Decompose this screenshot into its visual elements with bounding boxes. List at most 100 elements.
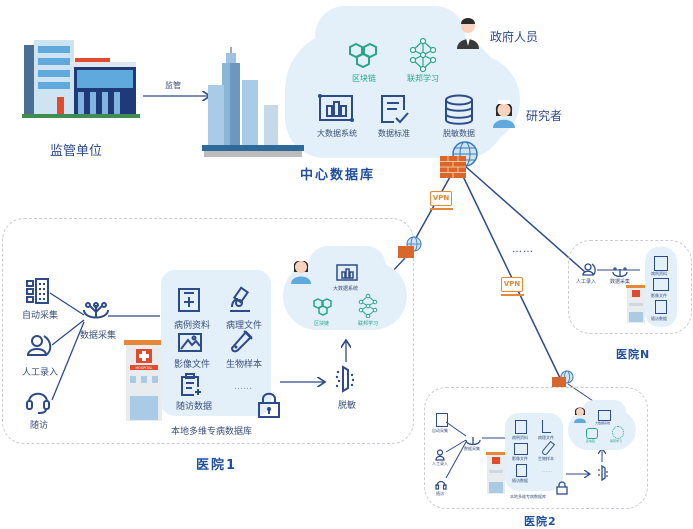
supervise-label: 监管: [165, 81, 181, 90]
hospital2-federated-label: 联邦学习: [610, 439, 623, 443]
hospitalN-collect-icon: [612, 264, 628, 283]
hospitalN-followup-icon: [655, 300, 667, 314]
hospital2-auto-label: 自动采集: [432, 428, 448, 433]
hospitalN-title: 医院N: [616, 348, 651, 361]
hospital2-followup-icon: [516, 464, 527, 477]
hospital2-lock-icon: [556, 480, 568, 499]
hospital1-federated-icon: [358, 293, 378, 322]
hospital1-container: [2, 218, 414, 444]
data-standard-label: 数据标准: [378, 129, 410, 138]
hospital2-blockchain-label: 区块链: [586, 439, 596, 443]
case-record-icon: [178, 288, 200, 316]
hospital2-collect-icon: [465, 432, 481, 451]
link-hospital2: [459, 169, 561, 379]
hospital2-local-db-label: 本地多维专病数据库: [510, 494, 546, 499]
bio-sample-tube-icon: [230, 330, 253, 358]
central-database-building-icon: [202, 45, 304, 157]
hospital2-microscope-icon: [542, 420, 551, 433]
deidentify-label: 脱敏: [338, 401, 357, 411]
blockchain-icon: [348, 42, 378, 74]
vpn-badge-hospital2: VPN: [501, 277, 523, 292]
hospital2-db-label: 随访数据: [512, 478, 528, 483]
hospital1-firewall-icon: [398, 246, 414, 258]
followup-label: 随访: [30, 421, 49, 431]
pathology-microscope-icon: [228, 286, 252, 317]
manual-entry-label: 人工录入: [22, 368, 59, 378]
hospital2-container: [424, 387, 648, 509]
nurse-avatar: [290, 256, 312, 288]
link-hospitalN: [464, 165, 586, 273]
regulator-label: 监管单位: [50, 144, 103, 159]
db-item-label: 生物样本: [226, 360, 263, 370]
hospital2-followup-label: 随访: [436, 491, 444, 496]
central-database-label: 中心数据库: [300, 168, 376, 183]
government-staff-label: 政府人员: [490, 30, 539, 44]
hospital2-manual-label: 人工录入: [432, 461, 448, 466]
regulator-building-icon: [22, 40, 140, 120]
hospital1-federated-label: 联邦学习: [358, 321, 379, 327]
hospitalN-db-label: 随访数据: [651, 316, 667, 321]
db-item-label: 随访数据: [176, 402, 213, 412]
hospitalN-manual-label: 人工录入: [576, 279, 597, 285]
followup-data-icon: [180, 373, 202, 401]
db-item-label: 病理文件: [226, 321, 263, 331]
government-staff-avatar: [456, 16, 480, 54]
more-hospitals-ellipsis: ……: [512, 244, 534, 255]
hospital2-db-label: 病理文件: [538, 435, 554, 440]
hospital2-db-label: 病例资料: [512, 435, 528, 440]
db-item-label: 病例资料: [174, 321, 211, 331]
hospital1-blockchain-icon: [313, 298, 333, 320]
auto-collect-label: 自动采集: [22, 311, 59, 321]
data-standard-icon: [380, 94, 410, 130]
auto-collect-icon: [26, 278, 50, 308]
hospitalN-collect-label: 数据采集: [610, 279, 631, 285]
imaging-file-icon: [178, 331, 202, 357]
hospitalN-manual-icon: [582, 262, 596, 281]
hospital2-bigdata-label: 大数据系统: [595, 421, 611, 425]
hospital2-headset-icon: [435, 476, 447, 495]
hospitalN-building-icon: [626, 285, 646, 327]
hospital1-bigdata-icon: [336, 264, 358, 286]
hospital2-title: 医院2: [524, 515, 557, 528]
hospital1-building-icon: HOSPITAL: [124, 340, 164, 426]
hospitalN-case-icon: [654, 256, 668, 271]
hospital2-deidentify-icon: [597, 464, 609, 485]
hospital2-case-icon: [515, 420, 527, 434]
hospital2-federated-icon: [612, 426, 624, 439]
local-db-label: 本地多维专病数据库: [171, 427, 253, 437]
vpn-badge-hospital1: VPN: [430, 191, 452, 206]
central-firewall-icon: [440, 156, 466, 182]
hospital2-auto-icon: [436, 413, 448, 427]
blockchain-label: 区块链: [352, 74, 376, 83]
researcher-label: 研究者: [526, 109, 563, 123]
manual-entry-icon: [26, 333, 52, 363]
hospital2-db-label: 生物样本: [538, 456, 554, 461]
hospitalN-container: [568, 240, 692, 334]
hospital2-imaging-icon: [514, 443, 528, 455]
deid-data-icon: [443, 94, 475, 130]
db-item-label: ……: [234, 382, 252, 392]
db-item-label: 影像文件: [174, 360, 211, 370]
hospitalN-db-label: 影像文件: [651, 293, 667, 298]
hospital2-manual-icon: [435, 446, 447, 465]
hospitalN-db-label: 病例资料: [651, 271, 667, 276]
hospital1-bigdata-label: 大数据系统: [333, 286, 359, 292]
federated-learning-label: 联邦学习: [407, 74, 439, 83]
researcher-avatar: [492, 98, 516, 132]
data-collect-label: 数据采集: [80, 331, 117, 341]
bigdata-system-label: 大数据系统: [317, 129, 357, 138]
hospital2-firewall-icon: [552, 377, 566, 387]
hospital2-bigdata-icon: [598, 410, 611, 421]
hospital2-blockchain-icon: [586, 428, 598, 439]
hospital2-db-label: ……: [542, 468, 552, 474]
hospital-sign: HOSPITAL: [136, 366, 153, 370]
data-collect-icon: [82, 302, 110, 326]
hospital1-blockchain-label: 区块链: [314, 321, 330, 327]
hospital2-collect-label: 数据采集: [464, 446, 480, 451]
deidentify-icon: [334, 365, 356, 396]
hospital1-title: 医院1: [196, 458, 238, 473]
followup-headset-icon: [26, 388, 50, 418]
hospital2-db-label: 影像文件: [512, 456, 528, 461]
lock-icon: [258, 392, 280, 422]
